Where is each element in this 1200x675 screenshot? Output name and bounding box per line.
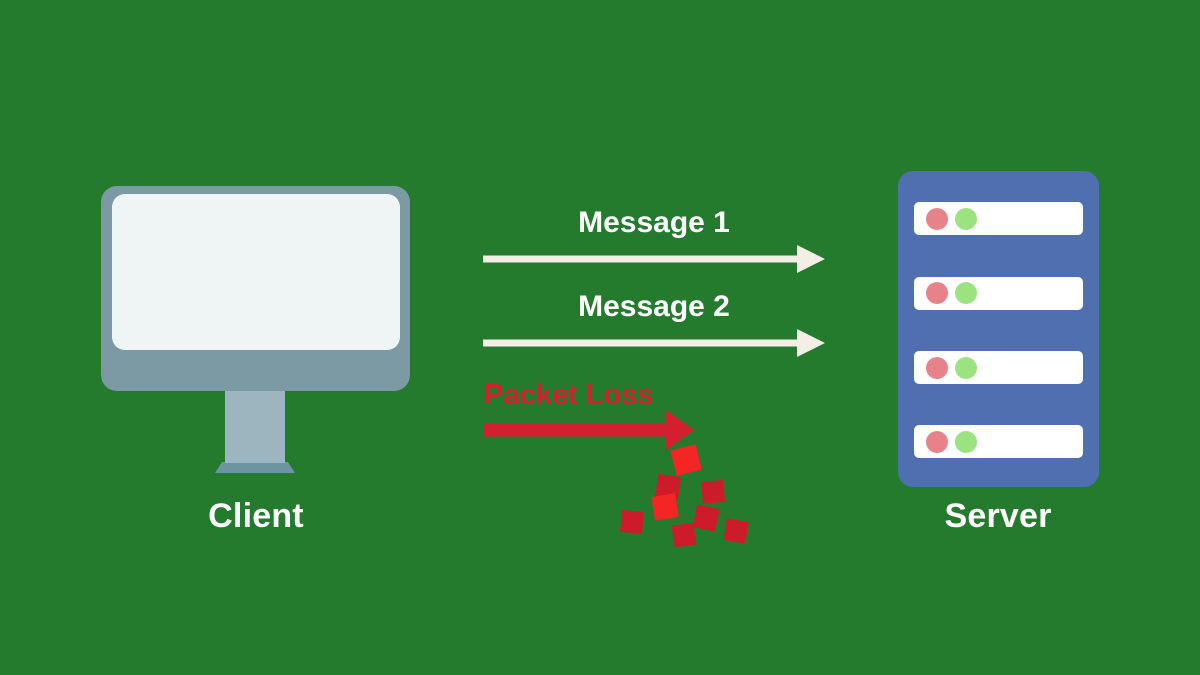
led-red-icon xyxy=(926,208,948,230)
packet-fragment xyxy=(723,518,749,544)
packet-loss-arrow-icon xyxy=(483,410,694,450)
server-slot-bar xyxy=(914,277,1083,310)
server-rack-icon xyxy=(898,171,1099,487)
packet-fragment xyxy=(619,509,645,535)
message-2-label: Message 2 xyxy=(578,290,730,323)
led-red-icon xyxy=(926,357,948,379)
packet-fragments-group xyxy=(619,444,749,548)
packet-fragment xyxy=(670,444,702,476)
message-1-label: Message 1 xyxy=(578,206,730,239)
packet-loss-label: Packet Loss xyxy=(484,379,654,411)
server-slot-bar xyxy=(914,425,1083,458)
arrow-shaft xyxy=(483,423,666,437)
arrow-head xyxy=(666,410,694,450)
desktop-monitor-icon xyxy=(101,186,410,473)
message-2-arrow-icon xyxy=(483,329,825,357)
led-green-icon xyxy=(955,208,977,230)
led-green-icon xyxy=(955,431,977,453)
server-slot-3 xyxy=(914,351,1083,384)
packet-fragment xyxy=(651,493,679,521)
server-slot-2 xyxy=(914,277,1083,310)
monitor-screen xyxy=(112,194,400,350)
packet-fragment xyxy=(671,522,697,548)
led-green-icon xyxy=(955,357,977,379)
server-slot-bar xyxy=(914,351,1083,384)
monitor-base xyxy=(215,462,295,473)
monitor-stand xyxy=(225,385,285,463)
led-red-icon xyxy=(926,431,948,453)
arrow-shaft xyxy=(483,255,799,263)
packet-fragment xyxy=(700,479,726,505)
arrow-head xyxy=(797,329,825,357)
server-slot-1 xyxy=(914,202,1083,235)
server-label: Server xyxy=(944,497,1052,535)
server-slot-4 xyxy=(914,425,1083,458)
arrow-shaft xyxy=(483,339,799,347)
server-slot-bar xyxy=(914,202,1083,235)
arrow-head xyxy=(797,245,825,273)
led-red-icon xyxy=(926,282,948,304)
packet-fragment xyxy=(692,504,720,532)
message-1-arrow-icon xyxy=(483,245,825,273)
server-rack-body xyxy=(898,171,1099,487)
led-green-icon xyxy=(955,282,977,304)
client-label: Client xyxy=(208,497,304,535)
